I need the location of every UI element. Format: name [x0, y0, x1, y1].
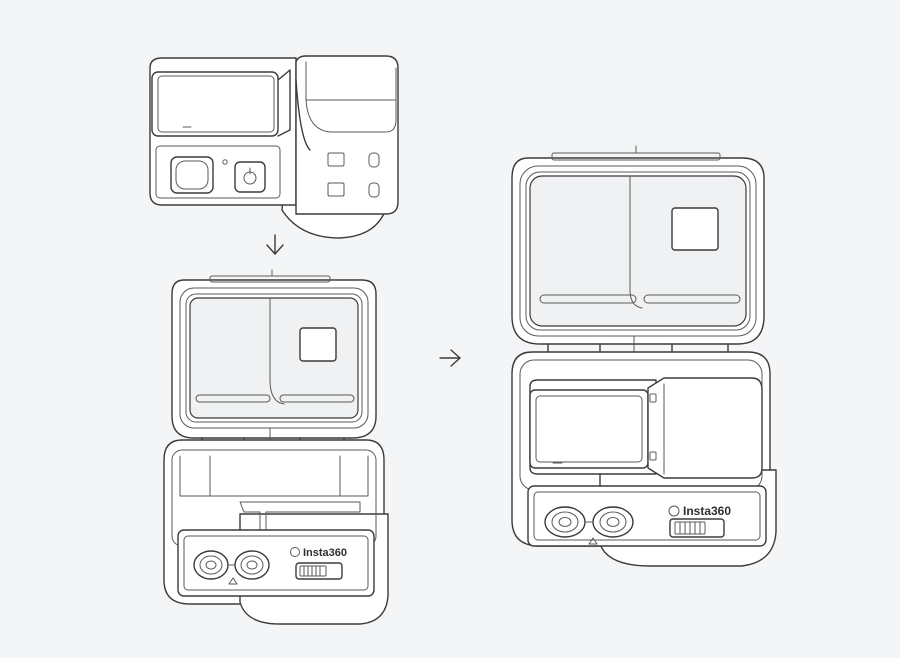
knob-right [234, 550, 270, 580]
right-arrow-icon [439, 349, 461, 367]
brand-logo-2: Insta360 [668, 504, 731, 518]
camera-module [149, 55, 399, 239]
brand-label: Insta360 [303, 547, 347, 559]
knob-left [193, 550, 229, 580]
latch-switch-2 [669, 518, 725, 538]
open-case: Insta360 [163, 269, 389, 625]
latch-switch [295, 562, 343, 580]
knob-right-2 [592, 506, 634, 538]
camera-in-case: Insta360 [511, 145, 777, 567]
brand-label-2: Insta360 [683, 504, 731, 518]
down-arrow-icon [266, 234, 284, 255]
brand-logo: Insta360 [290, 547, 347, 559]
knob-left-2 [544, 506, 586, 538]
